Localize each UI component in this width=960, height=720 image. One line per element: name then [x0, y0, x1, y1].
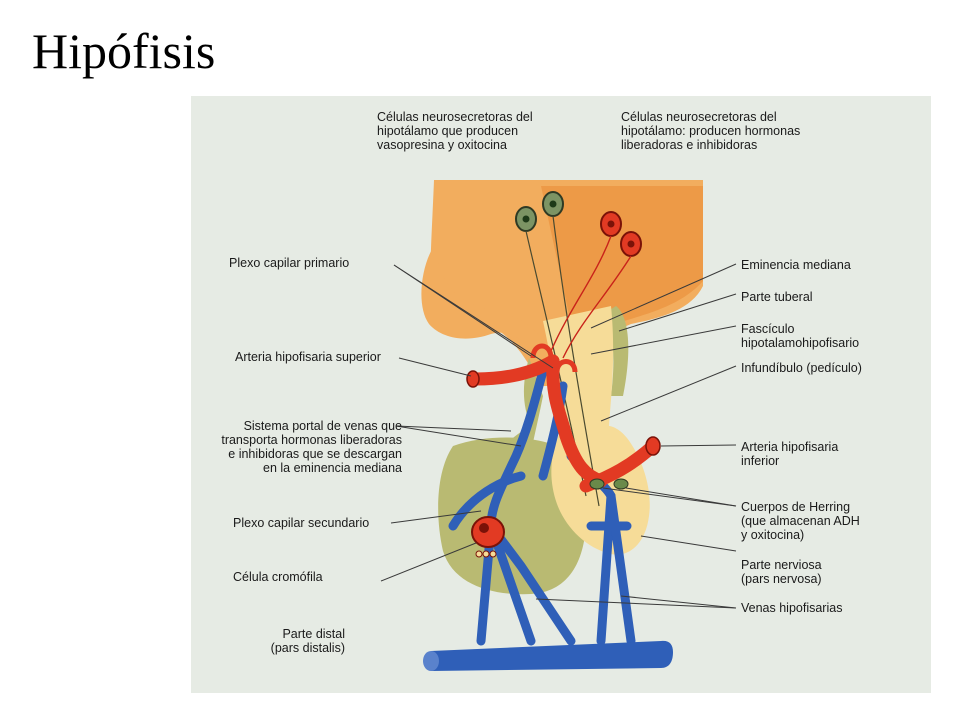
label-celula-cromofila: Célula cromófila — [233, 570, 323, 584]
label-parte-tuberal: Parte tuberal — [741, 290, 813, 304]
label-venas-hipofisarias: Venas hipofisarias — [741, 601, 843, 615]
hypothalamus-lobe — [421, 246, 545, 358]
label-arteria-superior: Arteria hipofisaria superior — [235, 350, 381, 364]
pituitary-illustration — [380, 180, 737, 671]
main-vein — [431, 640, 673, 671]
label-top-right: Células neurosecretoras del hipotálamo: … — [621, 110, 801, 152]
label-top-left: Células neurosecretoras del hipotálamo q… — [377, 110, 533, 152]
chromophil-cell — [471, 516, 505, 558]
label-cuerpos-herring: Cuerpos de Herring (que almacenan ADH y … — [741, 500, 860, 542]
leader-lines — [380, 263, 737, 609]
label-fasciculo: Fascículo hipotalamohipofisario — [741, 322, 860, 350]
herring-bodies — [589, 478, 629, 490]
label-arteria-inferior: Arteria hipofisaria inferior — [741, 440, 839, 468]
label-plexo-primario: Plexo capilar primario — [229, 256, 350, 270]
label-sistema-portal: Sistema portal de venas que transporta h… — [221, 419, 402, 475]
label-parte-distal: Parte distal (pars distalis) — [270, 627, 345, 655]
label-infundibulo: Infundíbulo (pedículo) — [741, 361, 862, 375]
neurosecretory-cells-red — [600, 211, 642, 257]
label-plexo-secundario: Plexo capilar secundario — [233, 516, 370, 530]
label-parte-nerviosa: Parte nerviosa (pars nervosa) — [741, 558, 822, 586]
pars-distalis — [438, 437, 587, 595]
pituitary-diagram: Células neurosecretoras del hipotálamo q… — [191, 96, 931, 693]
artery-opening — [645, 436, 661, 456]
axons-releasing — [550, 235, 632, 359]
label-eminencia-mediana: Eminencia mediana — [741, 258, 851, 272]
slide-title: Hipófisis — [32, 23, 216, 79]
primary-capillary-loops — [530, 343, 578, 373]
pars-tuberalis-right — [603, 306, 629, 396]
